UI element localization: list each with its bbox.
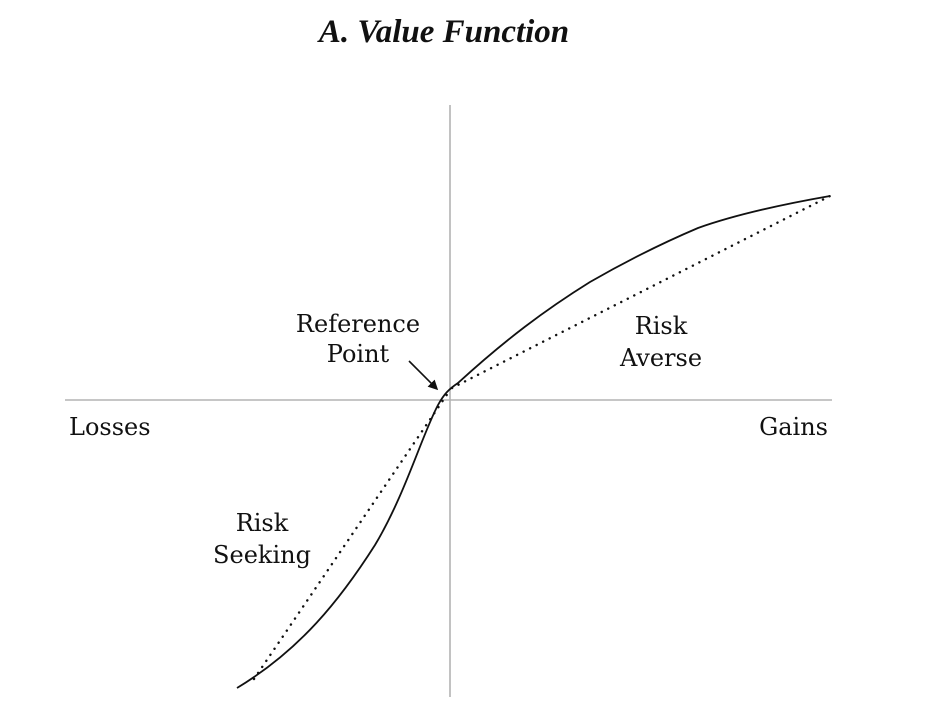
value-function-curve	[236, 195, 831, 689]
risk-seeking-label-line2: Seeking	[213, 541, 311, 569]
gains-label: Gains	[759, 413, 828, 441]
risk-averse-chord	[450, 194, 832, 390]
risk-seeking-label-line1: Risk	[236, 509, 289, 537]
reference-point-arrow	[408, 360, 439, 391]
risk-seeking-chord	[252, 391, 450, 681]
figure-title: A. Value Function	[317, 14, 569, 50]
risk-averse-label-line2: Averse	[619, 344, 702, 372]
losses-label: Losses	[69, 413, 151, 441]
reference-label-line1: Reference	[296, 310, 420, 338]
risk-averse-label-line1: Risk	[635, 312, 688, 340]
reference-label-line2: Point	[327, 340, 390, 368]
